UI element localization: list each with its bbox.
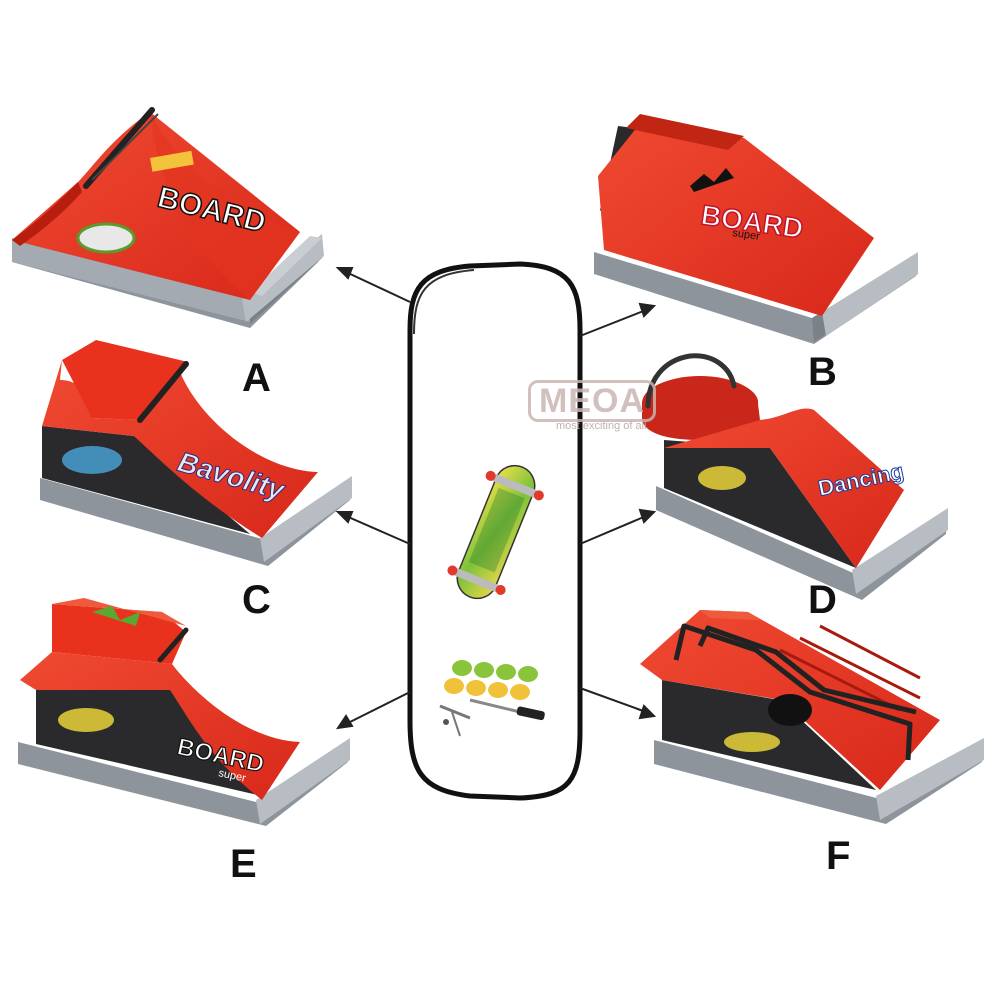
label-a: A — [242, 356, 271, 400]
spare-wheels — [444, 660, 538, 700]
ramp-f — [640, 610, 984, 824]
label-d: D — [808, 578, 837, 622]
ramp-d: Dancing — [642, 353, 948, 600]
label-f: F — [826, 834, 851, 878]
ramp-a: BOARD — [12, 107, 324, 328]
fingerboard-deck — [447, 464, 544, 600]
graffiti-e-small: super — [217, 767, 247, 785]
watermark-brand: MEOA — [528, 380, 656, 422]
watermark-tagline: most exciting of all — [556, 420, 647, 432]
center-accessories — [407, 261, 583, 801]
graffiti-b-small: super — [732, 227, 761, 243]
mini-tools — [439, 698, 545, 737]
ramp-c: Bavolity — [40, 340, 352, 566]
ramp-b: BOARD super — [594, 114, 918, 344]
label-c: C — [242, 578, 271, 622]
label-b: B — [808, 350, 837, 394]
pointer-arrows — [335, 267, 657, 730]
ramp-e: BOARD super — [18, 598, 350, 826]
label-e: E — [230, 842, 257, 886]
